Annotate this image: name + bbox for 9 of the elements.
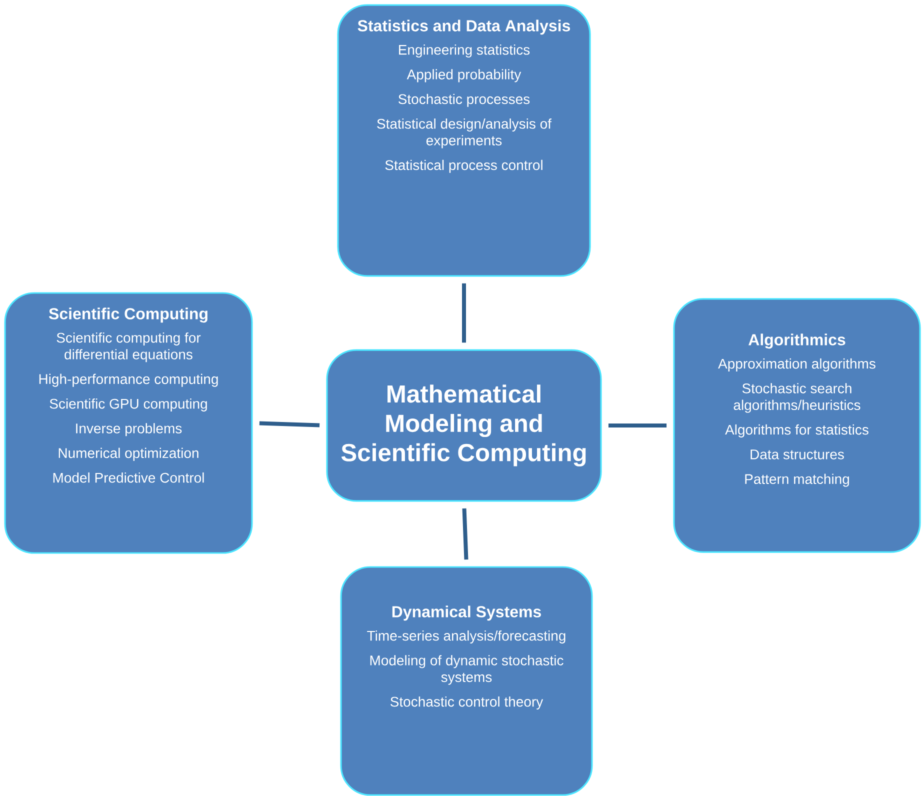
- central-box: Mathematical Modeling and Scientific Computing: [326, 349, 602, 502]
- topic-box: Scientific Computing Scientific computing for differential equations High-performance computing Scientific GPU computing Inverse problems Numerical optimization Model Predictive Control: [4, 292, 253, 554]
- connector-line: [462, 508, 468, 560]
- topic-box: Dynamical Systems Time-series analysis/forecasting Modeling of dynamic stochastic systems Stochastic control theory: [340, 566, 593, 796]
- connector-line: [259, 421, 320, 428]
- connector-line: [462, 283, 466, 343]
- topic-box: Algorithmics Approximation algorithms Stochastic search algorithms/heuristics Algorithms for statistics Data structures Pattern matching: [673, 298, 921, 553]
- topic-box: Statistics and Data Analysis Engineering statistics Applied probability Stochastic processes Statistical design/analysis of experiments Statistical process control: [337, 4, 591, 277]
- connector-line: [608, 424, 667, 428]
